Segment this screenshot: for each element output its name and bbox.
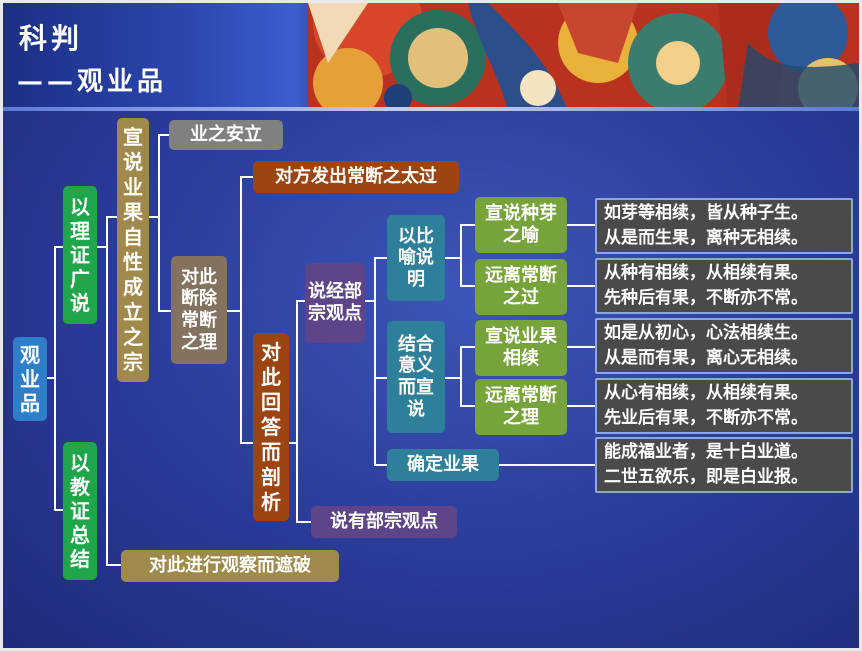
node-declare-label: 宣说业果自性成立之宗 [123,125,143,374]
node-sarvastivada-view-label: 说有部宗观点 [330,511,438,533]
verse-line: 如芽等相续，皆从种子生。 [604,203,808,224]
header-thangka-artwork [308,3,859,110]
node-reason-label: 以理证广说 [70,195,90,315]
node-karma-establish: 业之安立 [169,120,283,150]
verse-line: 先业后有果，不断亦不常。 [604,408,808,428]
node-observe-refute-label: 对此进行观察而遮破 [149,555,311,577]
node-karma-continuity: 宣说业果相续 [475,320,567,376]
node-answer-analysis-label: 对此回答而剖析 [261,339,281,514]
node-sprout-analogy-label: 宣说种芽之喻 [484,203,557,246]
node-sutra-view: 说经部宗观点 [305,263,365,343]
node-avoid-sprout-label: 远离常断之过 [484,265,557,308]
node-root: 观业品 [13,337,47,421]
node-summary: 以教证总结 [63,442,97,580]
verse-line: 从心有相续，从相续有果。 [604,383,808,404]
node-root-label: 观业品 [20,343,40,415]
verse-line: 从种有相续，从相续有果。 [604,263,808,284]
node-observe-refute: 对此进行观察而遮破 [121,550,339,582]
node-combine-meaning: 结合意义而宣说 [387,321,445,433]
node-sutra-view-label: 说经部宗观点 [307,281,362,324]
verse-box-2: 从种有相续，从相续有果。 先种后有果，不断亦不常。 [595,258,853,314]
verse-box-5: 能成福业者，是十白业道。 二世五欲乐，即是白业报。 [595,437,853,493]
node-determine-karma-label: 确定业果 [407,454,479,476]
verse-line: 二世五欲乐，即是白业报。 [604,467,808,487]
node-refute-eternal: 对此断除常断之理 [171,256,227,364]
verse-box-4: 从心有相续，从相续有果。 先业后有果，不断亦不常。 [595,378,853,434]
node-determine-karma: 确定业果 [387,449,499,481]
node-combine-meaning-label: 结合意义而宣说 [398,333,434,420]
node-avoid-principle-label: 远离常断之理 [484,385,557,428]
page-title: 科判 [19,22,84,55]
node-reason: 以理证广说 [63,186,97,324]
node-sarvastivada-view: 说有部宗观点 [311,506,457,538]
verse-line: 从是而生果，离种无相续。 [604,228,808,248]
node-summary-label: 以教证总结 [70,451,90,571]
node-karma-continuity-label: 宣说业果相续 [484,326,557,369]
node-refute-eternal-label: 对此断除常断之理 [181,266,217,353]
node-opponent-excess-label: 对方发出常断之太过 [275,166,437,188]
node-avoid-principle: 远离常断之理 [475,379,567,435]
node-analogy-label: 以比喻说明 [398,225,434,290]
node-sprout-analogy: 宣说种芽之喻 [475,197,567,253]
verse-line: 先种后有果，不断亦不常。 [604,288,808,308]
verse-line: 能成福业者，是十白业道。 [604,442,808,463]
header: 科判 ——观业品 [3,3,859,110]
node-karma-establish-label: 业之安立 [190,124,262,146]
header-divider [3,107,859,111]
verse-line: 如是从初心，心法相续生。 [604,323,808,344]
verse-box-1: 如芽等相续，皆从种子生。 从是而生果，离种无相续。 [595,198,853,254]
verse-box-3: 如是从初心，心法相续生。 从是而有果，离心无相续。 [595,318,853,374]
node-opponent-excess: 对方发出常断之太过 [253,161,459,193]
tree-connectors [47,134,595,566]
node-analogy: 以比喻说明 [387,215,445,301]
node-declare: 宣说业果自性成立之宗 [117,118,149,382]
verse-line: 从是而有果，离心无相续。 [604,348,808,368]
node-avoid-sprout: 远离常断之过 [475,259,567,315]
slide: 科判 ——观业品 [3,3,859,648]
page-subtitle: ——观业品 [17,67,168,97]
node-answer-analysis: 对此回答而剖析 [253,333,289,521]
